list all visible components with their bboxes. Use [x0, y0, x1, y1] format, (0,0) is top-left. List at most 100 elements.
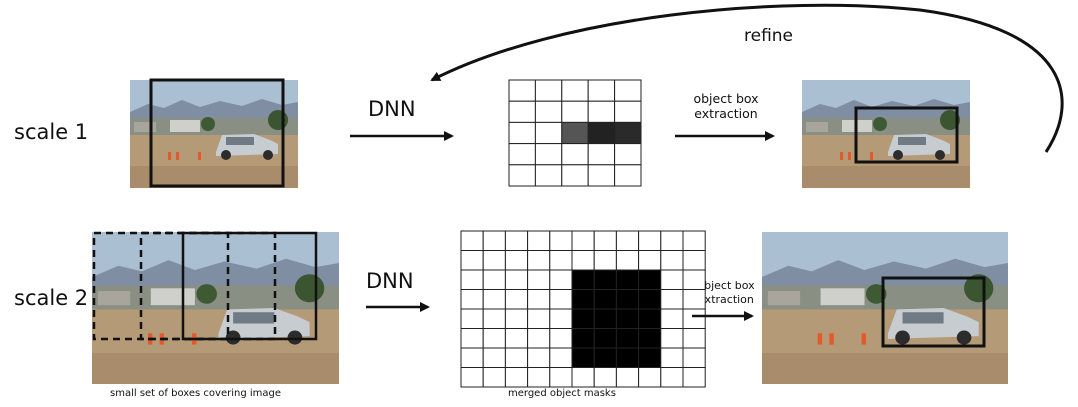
grid-cell [615, 230, 640, 251]
covering-boxes [92, 231, 318, 341]
output-photo-scale-1 [802, 80, 970, 188]
covering-box-1 [92, 231, 230, 341]
grid-cell [508, 164, 536, 187]
grid-cell [638, 308, 662, 329]
grid-cell [615, 269, 640, 290]
grid-cell [549, 250, 573, 271]
input-photo-scale-2 [92, 232, 339, 384]
grid-cell [682, 230, 706, 251]
grid-cell [571, 269, 595, 290]
grid-cell [534, 164, 563, 187]
grid-cell [482, 230, 506, 251]
grid-cell [571, 308, 595, 329]
grid-cell [504, 230, 529, 251]
grid-cell [682, 367, 706, 388]
grid-cell [682, 250, 706, 271]
grid-cell [527, 347, 551, 368]
grid-cell [660, 289, 684, 310]
grid-cell [614, 100, 642, 123]
dnn-label-scale-2: DNN [366, 269, 414, 293]
grid-cell [482, 289, 506, 310]
grid-cell [615, 308, 640, 329]
input-photo-scale-1 [130, 80, 298, 188]
extraction-label-line-2: extraction [694, 106, 758, 121]
grid-cell [549, 308, 573, 329]
grid-cell [615, 289, 640, 310]
grid-cell [571, 250, 595, 271]
grid-cell [460, 308, 484, 329]
grid-cell [527, 328, 551, 349]
grid-cell [508, 79, 536, 102]
grid-cell [549, 230, 573, 251]
grid-cell [534, 79, 563, 102]
output-box-scale-2 [881, 276, 986, 348]
grid-cell [593, 230, 617, 251]
grid-cell [561, 100, 589, 123]
grid-cell [638, 347, 662, 368]
extraction-label-scale-1: object box extraction [676, 91, 776, 121]
grid-cell [593, 250, 617, 271]
grid-cell [660, 308, 684, 329]
grid-cell [614, 79, 642, 102]
input-box-scale-1 [149, 78, 285, 188]
mask-grid-scale-1 [508, 79, 642, 187]
extraction-label-line-1: object box [697, 279, 755, 292]
grid-cell [593, 289, 617, 310]
scale-1-label: scale 1 [14, 120, 89, 144]
grid-cell [508, 143, 536, 166]
grid-cell [682, 347, 706, 368]
grid-cell [482, 328, 506, 349]
refine-arrow [430, 3, 1064, 153]
grid-cell [561, 143, 589, 166]
grid-cell [571, 289, 595, 310]
grid-cell [615, 347, 640, 368]
covering-box-2 [139, 231, 277, 341]
grid-cell [638, 289, 662, 310]
grid-cell [460, 289, 484, 310]
grid-cell [460, 269, 484, 290]
grid-cell [549, 367, 573, 388]
grid-cell [571, 328, 595, 349]
grid-cell [549, 269, 573, 290]
grid-cell [587, 79, 616, 102]
grid-cell [460, 367, 484, 388]
grid-cell [460, 230, 484, 251]
grid-cell [561, 164, 589, 187]
extraction-label-line-2: extraction [698, 293, 754, 306]
grid-cell [534, 143, 563, 166]
grid-cell [534, 100, 563, 123]
grid-cell [660, 230, 684, 251]
grid-cell [660, 328, 684, 349]
grid-cell [504, 367, 529, 388]
grid-cell [593, 328, 617, 349]
grid-cell [460, 347, 484, 368]
grid-cell [504, 308, 529, 329]
grid-cell [682, 308, 706, 329]
grid-cell [638, 269, 662, 290]
grid-cell [527, 230, 551, 251]
grid-cell [587, 100, 616, 123]
grid-cell [682, 289, 706, 310]
grid-cell [549, 289, 573, 310]
grid-cell [482, 269, 506, 290]
grid-cell [587, 121, 616, 145]
grid-cell [682, 269, 706, 290]
grid-cell [504, 289, 529, 310]
grid-cell [615, 328, 640, 349]
grid-cell [508, 100, 536, 123]
grid-cell [561, 79, 589, 102]
grid-cell [593, 367, 617, 388]
masks-caption: merged object masks [508, 388, 616, 399]
grid-cell [587, 164, 616, 187]
grid-cell [660, 367, 684, 388]
grid-cell [504, 328, 529, 349]
grid-cell [682, 328, 706, 349]
output-box-scale-1 [854, 106, 959, 164]
grid-cell [561, 121, 589, 145]
covering-box-3 [181, 231, 318, 341]
grid-cell [614, 121, 642, 145]
grid-cell [593, 308, 617, 329]
grid-cell [508, 121, 536, 145]
grid-cell [593, 347, 617, 368]
grid-cell [534, 121, 563, 145]
